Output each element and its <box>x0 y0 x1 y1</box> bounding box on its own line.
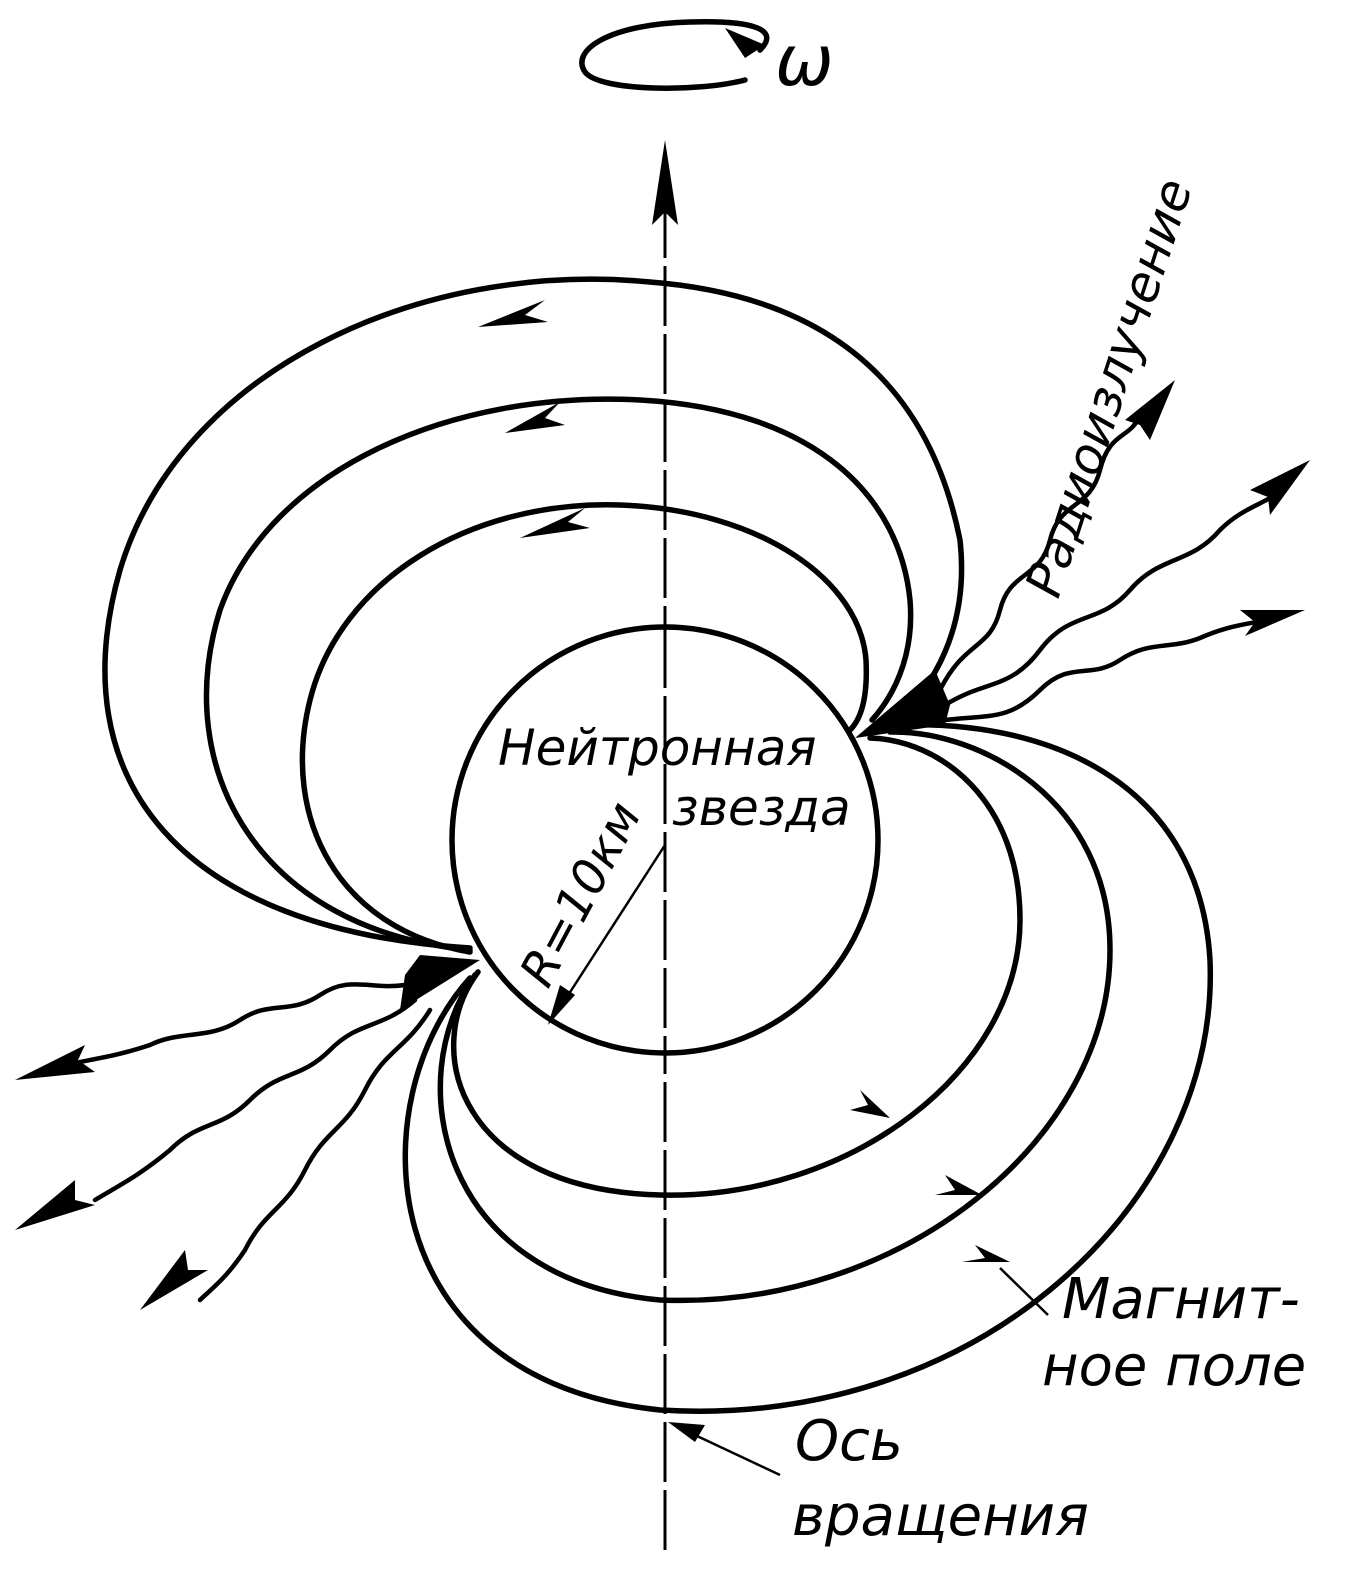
radius-arrow <box>548 844 667 1025</box>
omega-label: ω <box>775 20 834 102</box>
field-arrows <box>478 300 1010 1262</box>
radio-waves-lower <box>15 982 433 1310</box>
axis-label-pointer <box>668 1422 781 1477</box>
field-label-line2: ное поле <box>1042 1334 1306 1399</box>
radio-waves-upper <box>937 380 1310 723</box>
north-polar-cone <box>855 670 950 738</box>
south-polar-cone <box>400 955 480 1010</box>
rotation-arrow-icon <box>579 19 770 91</box>
radio-label: Радиоизлучение <box>1014 172 1204 604</box>
field-lines-upper <box>102 276 965 955</box>
axis-label-line2: вращения <box>792 1484 1089 1549</box>
star-label-line2: звезда <box>672 779 851 837</box>
axis-label-line1: Ось <box>795 1409 903 1474</box>
field-label-pointer <box>999 1267 1049 1316</box>
field-lines-lower <box>402 722 1213 1414</box>
star-label-line1: Нейтронная <box>498 719 816 777</box>
field-label-line1: Магнит- <box>1062 1267 1300 1332</box>
